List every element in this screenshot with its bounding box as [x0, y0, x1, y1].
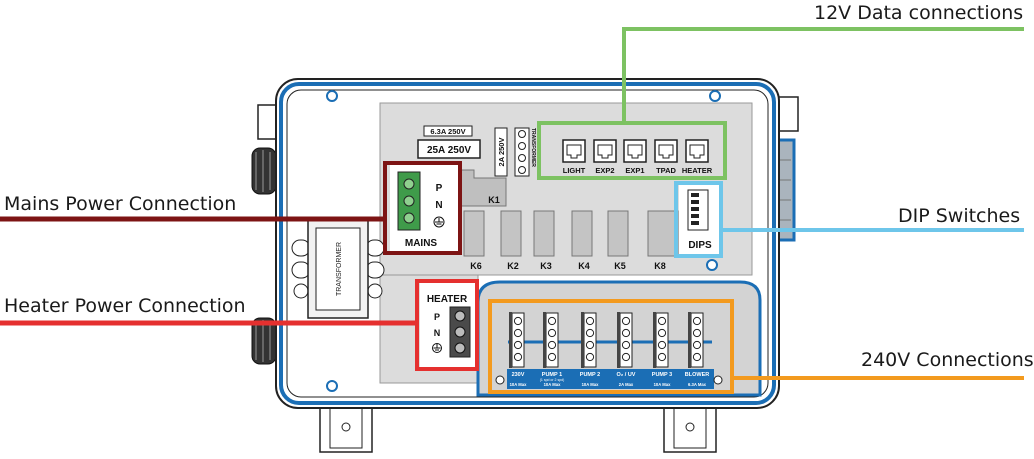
relay-label: K5 [614, 261, 626, 271]
mains-title: MAINS [405, 238, 438, 249]
transformer-label: TRANSFORMER [336, 242, 343, 296]
relay-label: K2 [507, 261, 519, 271]
relay-k8: K8 [647, 210, 679, 271]
output-name-label: PUMP 3 [652, 372, 672, 378]
data-12v-leader-line [622, 27, 1024, 123]
output-rating-label: 2A Max [619, 382, 634, 387]
heater-power-callout: Heater Power Connection [4, 295, 246, 317]
output-terminal-1: 230V 10A Max [509, 312, 527, 387]
output-rating-label: 10A Max [510, 382, 528, 387]
heater-p-label: P [434, 312, 440, 322]
relay-k6: K6 [463, 210, 485, 271]
mains-highlight [383, 161, 462, 255]
data-port-exp1: EXP1 [623, 139, 647, 175]
ground-icon [433, 216, 445, 228]
data-port-exp2: EXP2 [593, 139, 617, 175]
connections-240v-callout: 240V Connections [861, 349, 1034, 371]
mains-p-label: P [436, 183, 443, 194]
output-rating-label: 10A Max [654, 382, 672, 387]
data-port-label: LIGHT [563, 166, 586, 175]
output-rating-label: 10A Max [582, 382, 600, 387]
output-name-label: BLOWER [685, 372, 709, 378]
fuse-2a-label: 2A 250V [497, 138, 506, 167]
relay-bank: K6 K2 K3 K4 K5 K8 [463, 210, 679, 271]
heater-terminal: HEATER P N [420, 283, 475, 367]
mains-terminal: P N MAINS [390, 165, 460, 253]
fuse-6-3a-label: 6.3A 250V [430, 127, 465, 136]
relay-label: K4 [578, 261, 590, 271]
data-port-label: HEATER [682, 166, 713, 175]
heater-title: HEATER [427, 294, 468, 305]
relay-k5: K5 [607, 210, 629, 271]
fuse-25a: 25A 250V [417, 139, 481, 159]
output-label-strip [507, 369, 714, 389]
output-terminal-3: PUMP 2 10A Max [580, 312, 600, 387]
relay-label: K8 [654, 261, 666, 271]
output-rating-label: 6.3A Max [688, 382, 707, 387]
output-240v-highlight [488, 299, 734, 394]
relay-k1-label: K1 [488, 195, 500, 205]
output-board-screw-right [713, 375, 723, 385]
data-port-light: LIGHT [562, 139, 586, 175]
fuse-6-3a: 6.3A 250V [423, 125, 473, 137]
output-board-screw-left [495, 375, 505, 385]
output-name-label: 230V [512, 372, 525, 378]
output-name-label: PUMP 1 [542, 372, 562, 378]
output-terminal-2: PUMP 1(1 spd or 2 spd)10A Max [540, 312, 565, 387]
ground-icon [432, 343, 442, 353]
data-port-label: TPAD [656, 166, 676, 175]
output-terminal-4: O₂ / UV 2A Max [617, 312, 636, 387]
dip-highlight [674, 181, 723, 258]
relay-k4: K4 [571, 210, 593, 271]
heater-n-label: N [434, 328, 441, 338]
output-name-label: O₂ / UV [617, 372, 636, 378]
data-port-tpad: TPAD [654, 139, 678, 175]
output-terminal-5: PUMP 3 10A Max [652, 312, 672, 387]
output-rating-label: 10A Max [544, 382, 562, 387]
data-port-label: EXP1 [625, 166, 644, 175]
dips-label: DIPS [688, 240, 712, 251]
relay-k3: K3 [533, 210, 555, 271]
relay-k2: K2 [500, 210, 522, 271]
data-port-heater: HEATER [682, 139, 713, 175]
dip-switches-callout: DIP Switches [898, 205, 1021, 227]
transformer-connector: TRANSFORMER [514, 127, 536, 177]
fuse-2a: 2A 250V [494, 127, 508, 177]
relay-label: K3 [540, 261, 552, 271]
fuse-25a-label: 25A 250V [427, 145, 471, 156]
output-name-label: PUMP 2 [580, 372, 600, 378]
diagram-canvas: TRANSFORMER 6.3A 250V 25A 250V 2A 250V T… [0, 27, 1024, 453]
data-12v-callout: 12V Data connections [814, 2, 1024, 24]
relay-label: K6 [470, 261, 482, 271]
output-sub-label: (1 spd or 2 spd) [540, 378, 565, 382]
transformer-connector-label: TRANSFORMER [530, 128, 536, 167]
mounting-tab-top-right [777, 96, 799, 132]
data-12v-highlight [537, 121, 727, 180]
data-port-bank: LIGHT EXP2 EXP1 TPAD HEATER [562, 139, 713, 175]
mains-n-label: N [435, 200, 442, 211]
cable-gland-lower [251, 317, 277, 365]
mains-power-callout: Mains Power Connection [4, 193, 237, 215]
transformer: TRANSFORMER [291, 219, 385, 319]
output-terminal-6: BLOWER 6.3A Max [685, 312, 709, 387]
data-port-label: EXP2 [595, 166, 614, 175]
dip-switch-block: DIPS [679, 184, 719, 256]
cable-gland-upper [251, 147, 277, 195]
